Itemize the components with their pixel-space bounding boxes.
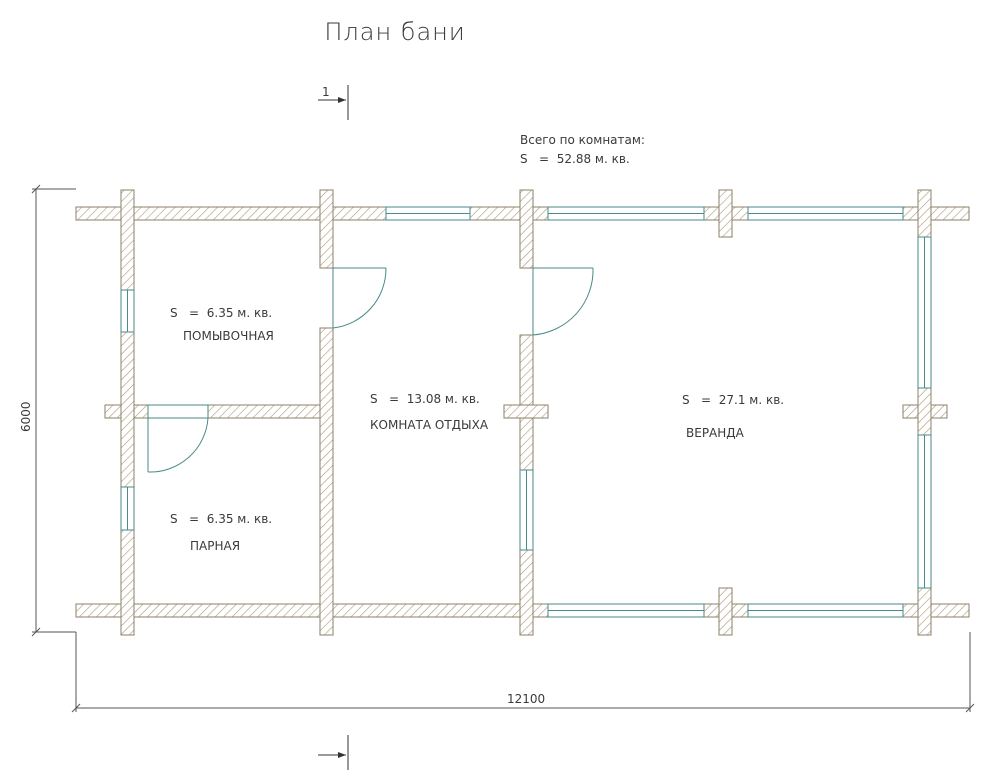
rest-room-area: S = 13.08 м. кв. xyxy=(370,392,480,406)
total-area: S = 52.88 м. кв. xyxy=(520,152,630,166)
total-label: Всего по комнатам: xyxy=(520,133,645,147)
steam-room-area: S = 6.35 м. кв. xyxy=(170,512,272,526)
veranda-name: ВЕРАНДА xyxy=(686,426,745,440)
steam-room-name: ПАРНАЯ xyxy=(190,539,240,553)
windows xyxy=(120,206,932,618)
rest-room-name: КОМНАТА ОТДЫХА xyxy=(370,418,489,432)
washroom-area: S = 6.35 м. кв. xyxy=(170,306,272,320)
veranda-area: S = 27.1 м. кв. xyxy=(682,393,784,407)
width-dimension-label: 12100 xyxy=(507,692,545,706)
plan-title: План бани xyxy=(324,18,465,46)
height-dimension-label: 6000 xyxy=(19,401,33,432)
dimension-width: 12100 xyxy=(71,632,975,713)
dimension-height: 6000 xyxy=(19,184,76,637)
washroom-name: ПОМЫВОЧНАЯ xyxy=(183,329,274,343)
walls xyxy=(75,189,970,636)
section-mark-top: 1 xyxy=(318,85,349,120)
section-mark-bottom xyxy=(318,735,349,770)
doors xyxy=(147,267,594,473)
section-label-top: 1 xyxy=(322,85,330,99)
